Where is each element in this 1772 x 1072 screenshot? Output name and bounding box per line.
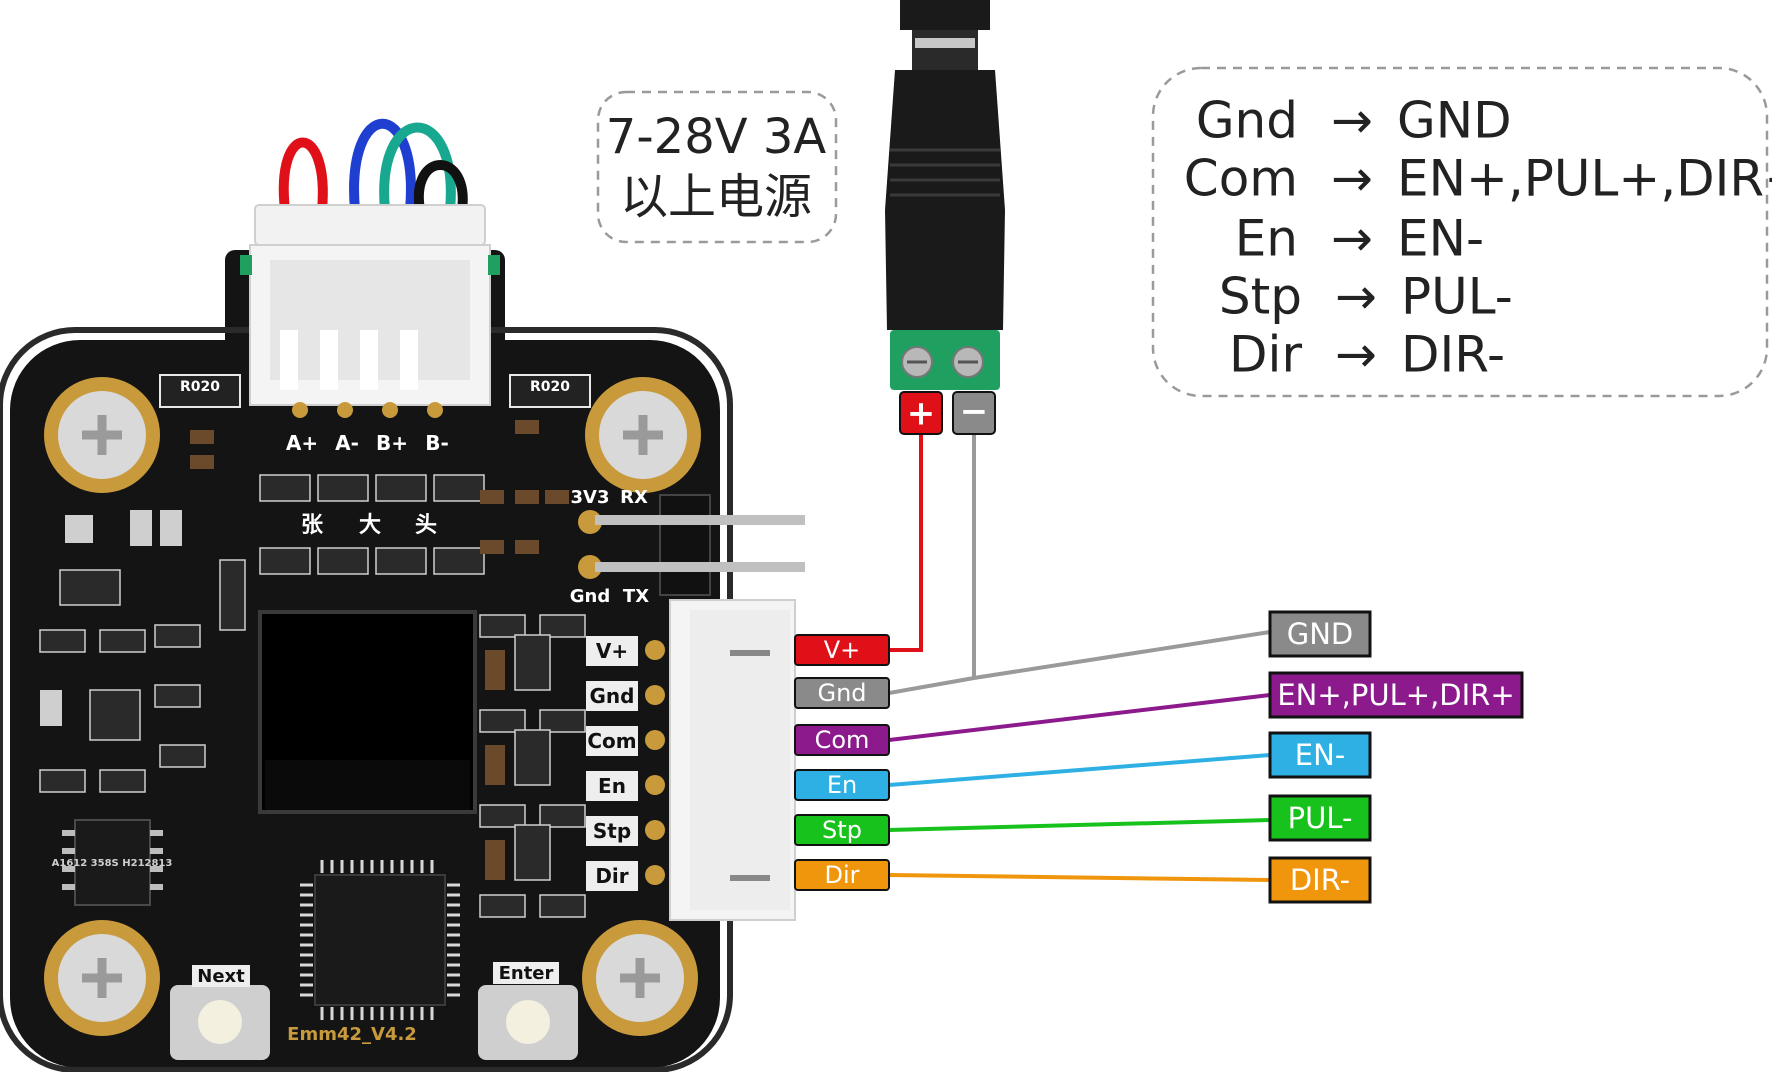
signal-tag-dir-minus: DIR- bbox=[1268, 856, 1372, 904]
signal-tags: GND EN+,PUL+,DIR+ EN- PUL- DIR- bbox=[1268, 610, 1524, 904]
wire-gnd bbox=[888, 630, 1271, 695]
mapping-to-en: EN- bbox=[1397, 210, 1484, 268]
signal-tag-gnd: GND bbox=[1268, 610, 1372, 658]
svg-text:EN+,PUL+,DIR+: EN+,PUL+,DIR+ bbox=[1277, 678, 1514, 712]
plus-symbol: + bbox=[907, 394, 936, 434]
svg-text:EN-: EN- bbox=[1295, 738, 1345, 772]
mapping-arrow-2: → bbox=[1331, 150, 1373, 208]
mapping-arrow-1: → bbox=[1331, 92, 1373, 150]
svg-text:Com: Com bbox=[815, 726, 870, 754]
next-button-label: Next bbox=[197, 966, 245, 987]
mapping-from-en: En bbox=[1235, 210, 1298, 268]
mounting-screw-bottom-right bbox=[582, 920, 698, 1036]
terminal-plus: + bbox=[899, 391, 943, 435]
wires bbox=[888, 435, 1271, 882]
pin-label-gnd: Gnd bbox=[590, 684, 635, 708]
motor-pin-b-minus: B- bbox=[425, 431, 449, 455]
resistor-label-right: R020 bbox=[530, 379, 570, 395]
board-model-label: Emm42_V4.2 bbox=[287, 1024, 417, 1045]
signal-tag-en-pul-dir-plus: EN+,PUL+,DIR+ bbox=[1268, 671, 1524, 719]
motor-connector bbox=[254, 204, 486, 246]
svg-text:GND: GND bbox=[1287, 617, 1354, 651]
pin-label-stp: Stp bbox=[593, 819, 631, 843]
pin-tag-stp: Stp bbox=[794, 814, 890, 846]
uart-rx-label: RX bbox=[620, 487, 648, 508]
pin-label-vplus: V+ bbox=[596, 639, 628, 663]
enter-button-label: Enter bbox=[499, 963, 554, 984]
svg-text:En: En bbox=[827, 771, 857, 799]
mapping-box: Gnd → GND Com → EN+,PUL+,DIR+ En → EN- S… bbox=[1151, 66, 1772, 398]
minus-symbol: − bbox=[960, 392, 989, 432]
dc-power-jack bbox=[885, 0, 1005, 390]
terminal-minus: − bbox=[952, 391, 996, 435]
mounting-screw-bottom-left bbox=[44, 920, 160, 1036]
driver-board bbox=[0, 204, 805, 1072]
svg-text:PUL-: PUL- bbox=[1288, 801, 1353, 835]
svg-text:Dir: Dir bbox=[824, 861, 859, 889]
uart-tx-label: TX bbox=[623, 586, 649, 607]
brand-char-1: 张 bbox=[301, 513, 324, 538]
enter-button[interactable] bbox=[478, 985, 578, 1060]
power-note: 7-28V 3A 以上电源 bbox=[596, 90, 838, 244]
power-note-desc: 以上电源 bbox=[620, 169, 812, 225]
svg-text:Stp: Stp bbox=[822, 816, 862, 844]
chip-marking: A1612 358S H212813 bbox=[52, 858, 173, 869]
wire-stp bbox=[888, 818, 1271, 832]
signal-tag-pul-minus: PUL- bbox=[1268, 794, 1372, 842]
power-note-voltage: 7-28V 3A bbox=[606, 109, 827, 165]
pin-label-en: En bbox=[598, 774, 626, 798]
brand-char-2: 大 bbox=[359, 513, 381, 538]
driver-chip bbox=[74, 819, 151, 906]
svg-text:Gnd: Gnd bbox=[817, 679, 866, 707]
wire-com bbox=[888, 693, 1271, 742]
mcu-chip bbox=[314, 874, 446, 1006]
mapping-to-dir: DIR- bbox=[1401, 326, 1505, 384]
mapping-arrow-3: → bbox=[1331, 210, 1373, 268]
pin-tag-dir: Dir bbox=[794, 859, 890, 891]
pin-label-dir: Dir bbox=[595, 864, 628, 888]
wire-en bbox=[888, 753, 1271, 787]
svg-text:DIR-: DIR- bbox=[1290, 863, 1350, 897]
signal-tag-en-minus: EN- bbox=[1268, 731, 1372, 779]
mapping-from-gnd: Gnd bbox=[1196, 92, 1298, 150]
next-button[interactable] bbox=[170, 985, 270, 1060]
motor-pin-b-plus: B+ bbox=[376, 431, 408, 455]
mapping-arrow-5: → bbox=[1335, 326, 1377, 384]
pin-tag-gnd: Gnd bbox=[794, 677, 890, 709]
silkscreen-labels: R020 R020 A+ A- B+ B- 张 大 头 3V3 RX Gnd T… bbox=[52, 379, 650, 1045]
uart-gnd-label: Gnd bbox=[570, 586, 610, 607]
mapping-from-com: Com bbox=[1184, 150, 1298, 208]
brand-char-3: 头 bbox=[415, 513, 437, 538]
pin-label-com: Com bbox=[587, 729, 636, 753]
mapping-from-stp: Stp bbox=[1219, 268, 1302, 326]
svg-text:V+: V+ bbox=[824, 636, 861, 664]
mounting-screw-top-left bbox=[44, 377, 160, 493]
motor-cable bbox=[278, 118, 468, 211]
uart-header bbox=[578, 494, 805, 596]
mounting-screw-top-right bbox=[585, 377, 701, 493]
wire-vplus bbox=[889, 435, 923, 652]
mapping-to-gnd: GND bbox=[1397, 92, 1512, 150]
motor-pin-a-plus: A+ bbox=[286, 431, 318, 455]
mapping-from-dir: Dir bbox=[1229, 326, 1302, 384]
mapping-to-stp: PUL- bbox=[1401, 268, 1513, 326]
pin-tag-en: En bbox=[794, 769, 890, 801]
wire-dir bbox=[888, 873, 1271, 882]
pin-tag-vplus: V+ bbox=[794, 634, 890, 666]
mapping-arrow-4: → bbox=[1335, 268, 1377, 326]
mapping-to-com: EN+,PUL+,DIR+ bbox=[1397, 150, 1772, 208]
pin-tag-com: Com bbox=[794, 724, 890, 756]
resistor-label-left: R020 bbox=[180, 379, 220, 395]
uart-3v3-label: 3V3 bbox=[571, 487, 610, 508]
motor-pin-a-minus: A- bbox=[335, 431, 359, 455]
pin-tags: V+ Gnd Com En Stp Dir bbox=[794, 634, 890, 891]
header-pin-labels: V+ Gnd Com En Stp Dir bbox=[586, 636, 638, 891]
